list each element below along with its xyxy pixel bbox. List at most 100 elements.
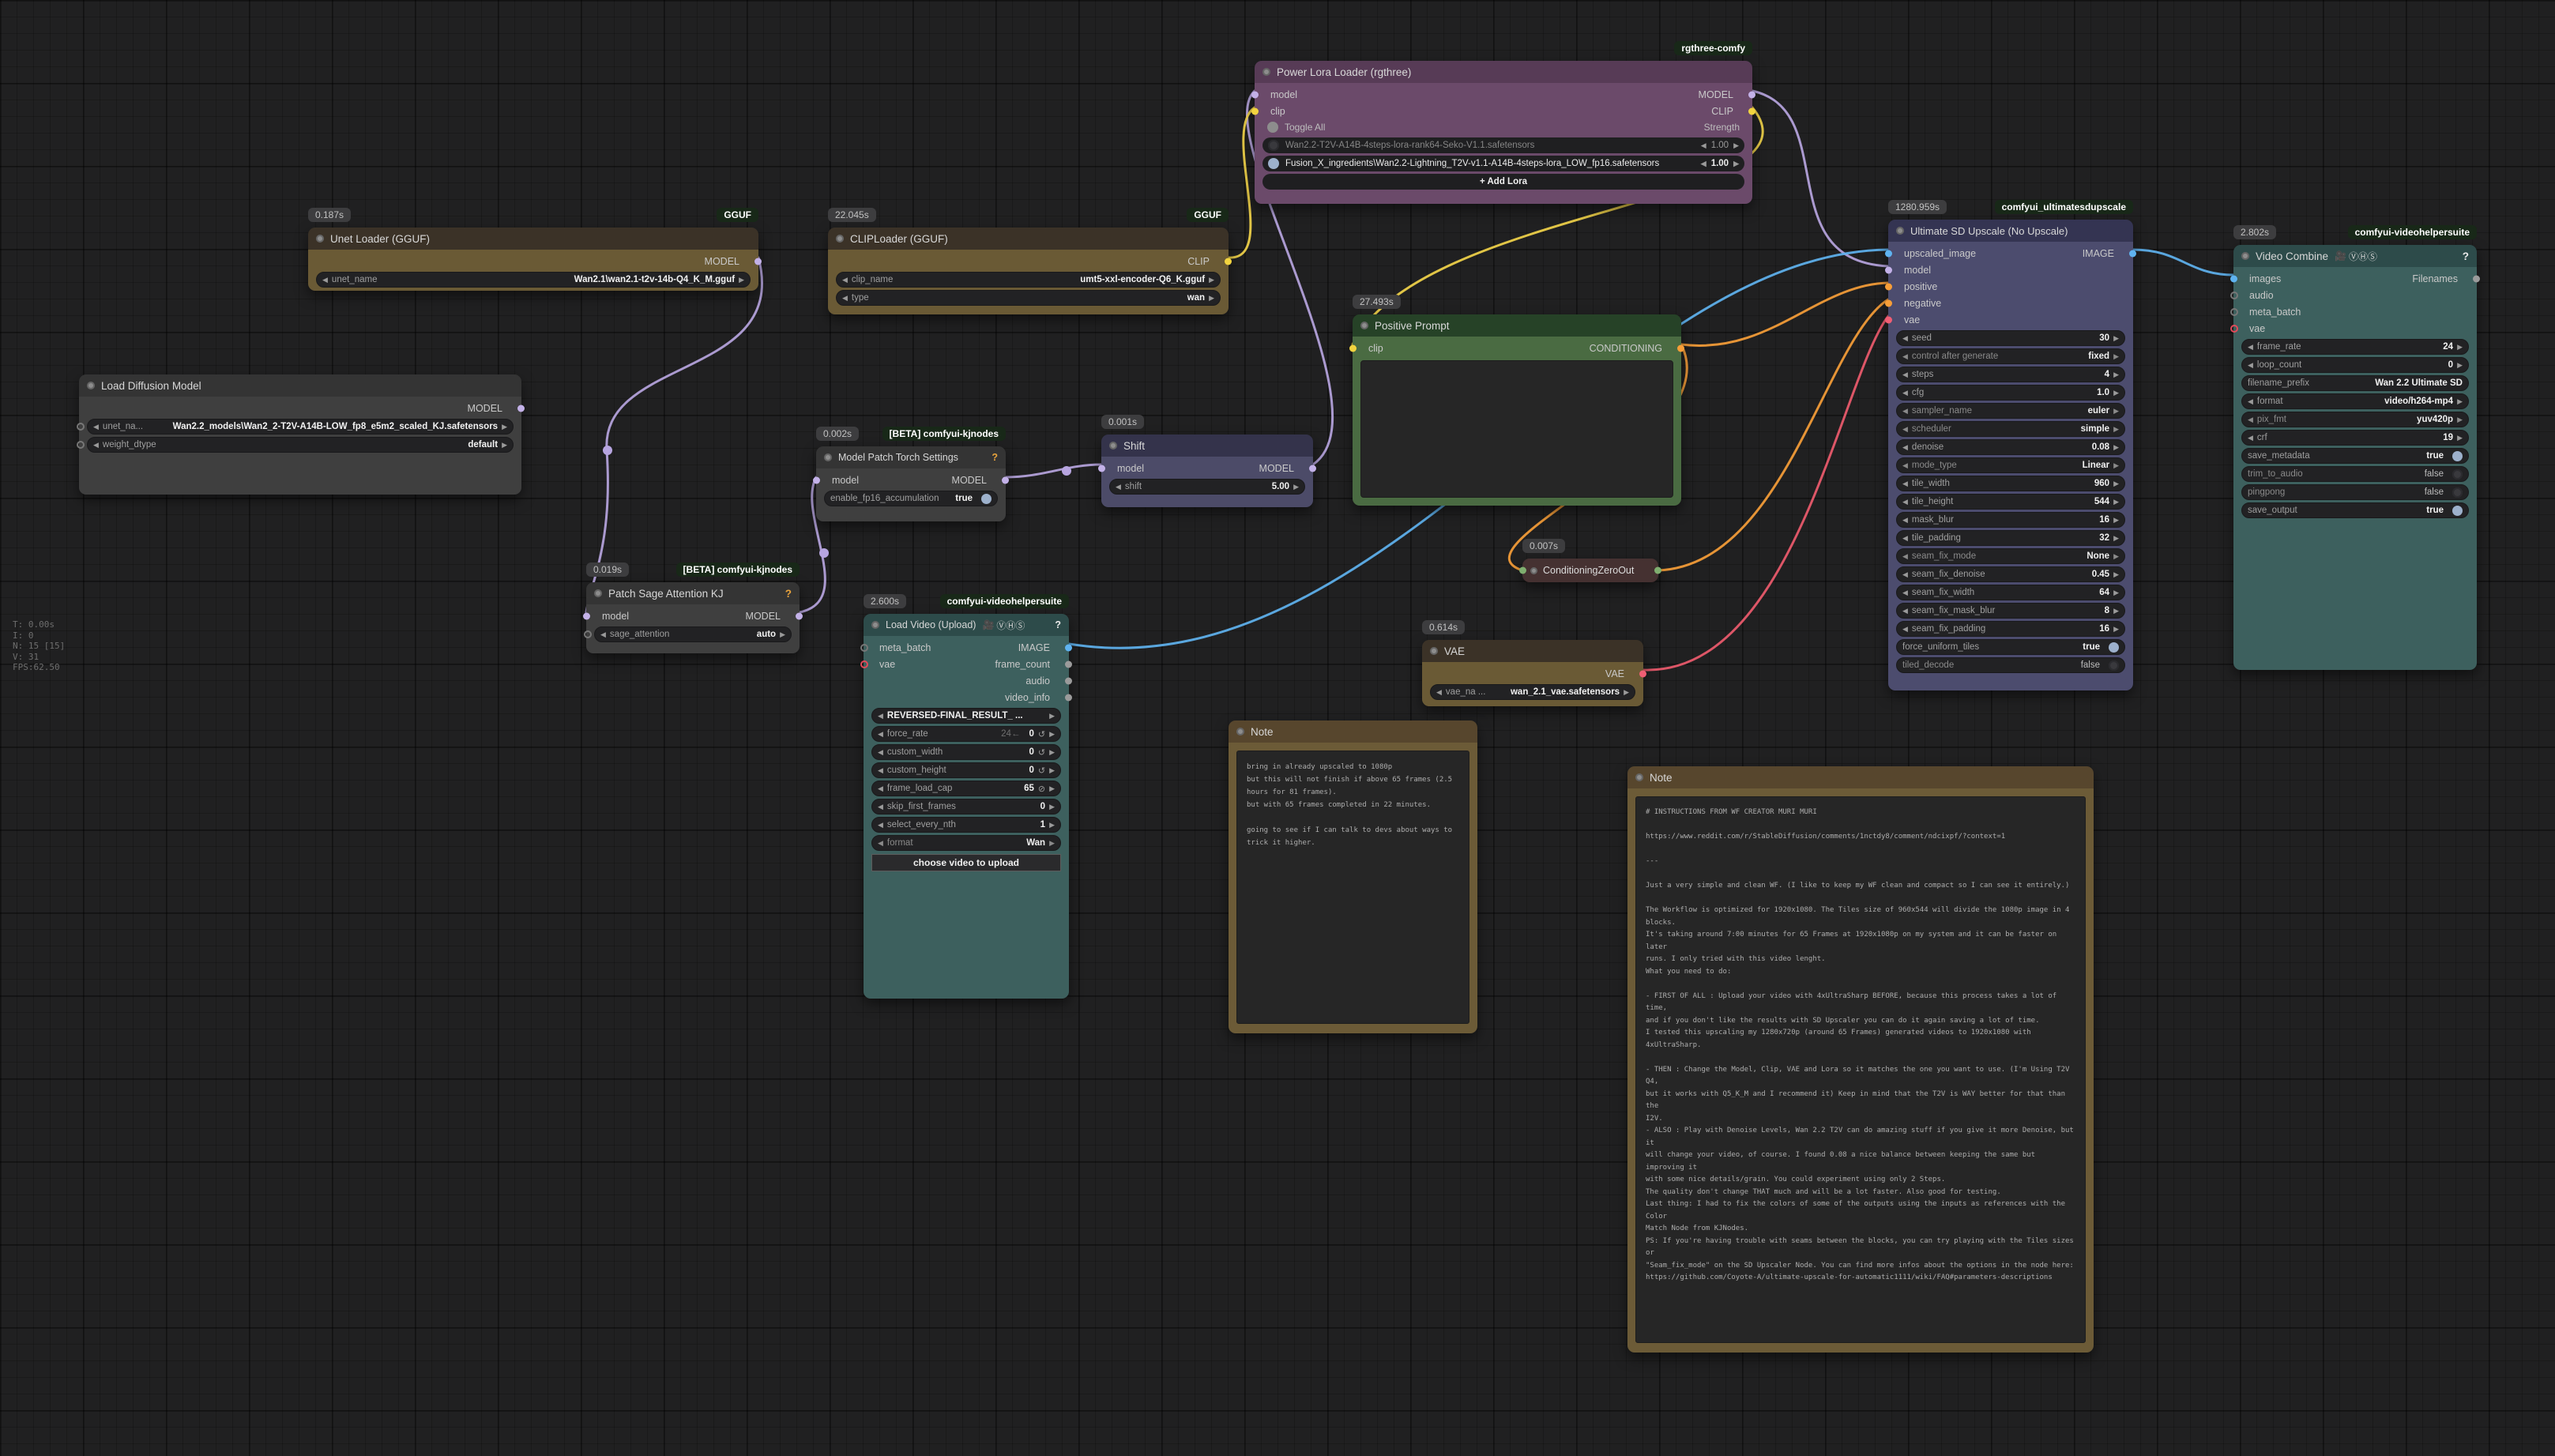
node-positive-prompt[interactable]: 27.493s Positive Prompt clip CONDITIONIN… <box>1349 295 1684 506</box>
input-dot-model[interactable] <box>1251 91 1259 98</box>
arrow-right-icon[interactable]: ▶ <box>2113 515 2119 524</box>
node-cliploader-gguf[interactable]: 22.045s GGUF CLIPLoader (GGUF) CLIP ◀ cl… <box>828 208 1232 314</box>
widget-format[interactable]: ◀ format Wan ▶ <box>871 835 1061 851</box>
input-dot-model[interactable] <box>583 612 590 619</box>
toggle-on-icon[interactable] <box>981 493 992 504</box>
note-text[interactable]: bring in already upscaled to 1080p but t… <box>1236 751 1469 1024</box>
lora-toggle-on-icon[interactable] <box>1268 158 1279 169</box>
arrow-right-icon[interactable]: ▶ <box>1049 802 1055 811</box>
arrow-right-icon[interactable]: ▶ <box>1049 784 1055 792</box>
arrow-right-icon[interactable]: ▶ <box>2113 533 2119 542</box>
collapse-dot-icon[interactable] <box>2241 252 2249 260</box>
arrow-right-icon[interactable]: ▶ <box>1049 747 1055 756</box>
arrow-right-icon[interactable]: ▶ <box>2113 442 2119 451</box>
node-model-patch-torch-settings[interactable]: 0.002s [BETA] comfyui-kjnodes Model Patc… <box>813 427 1009 521</box>
arrow-left-icon[interactable]: ◀ <box>1902 406 1908 415</box>
output-dot-model[interactable] <box>754 258 762 265</box>
arrow-right-icon[interactable]: ▶ <box>2457 360 2463 369</box>
output-dot-frame-count[interactable] <box>1065 660 1072 668</box>
add-lora-button[interactable]: + Add Lora <box>1262 174 1744 190</box>
toggle-off-icon[interactable] <box>2452 487 2463 498</box>
reroute-dot[interactable] <box>819 548 829 558</box>
toggle-off-icon[interactable] <box>2109 660 2119 671</box>
arrow-left-icon[interactable]: ◀ <box>2248 433 2253 442</box>
note-text[interactable]: # INSTRUCTIONS FROM WF CREATOR MURI MURI… <box>1635 796 2086 1343</box>
arrow-right-icon[interactable]: ▶ <box>1049 766 1055 774</box>
widget-custom-height[interactable]: ◀ custom_height 0 ↺ ▶ <box>871 762 1061 778</box>
arrow-left-icon[interactable]: ◀ <box>842 293 848 302</box>
collapse-dot-icon[interactable] <box>1360 322 1368 329</box>
arrow-left-icon[interactable]: ◀ <box>1902 352 1908 360</box>
output-dot-model[interactable] <box>1748 91 1755 98</box>
node-header[interactable]: Power Lora Loader (rgthree) <box>1255 61 1752 83</box>
help-icon[interactable]: ? <box>992 452 998 463</box>
arrow-right-icon[interactable]: ▶ <box>502 422 507 431</box>
arrow-right-icon[interactable]: ▶ <box>2113 370 2119 378</box>
arrow-right-icon[interactable]: ▶ <box>2113 406 2119 415</box>
arrow-right-icon[interactable]: ▶ <box>2457 342 2463 351</box>
arrow-right-icon[interactable]: ▶ <box>2457 433 2463 442</box>
collapse-dot-icon[interactable] <box>594 589 602 597</box>
arrow-left-icon[interactable]: ◀ <box>878 747 883 756</box>
input-dot-clip[interactable] <box>1349 344 1357 352</box>
arrow-left-icon[interactable]: ◀ <box>1700 141 1706 149</box>
arrow-left-icon[interactable]: ◀ <box>2248 397 2253 405</box>
arrow-left-icon[interactable]: ◀ <box>1902 388 1908 397</box>
arrow-right-icon[interactable]: ▶ <box>1049 838 1055 847</box>
input-dot-vae[interactable] <box>860 660 868 668</box>
output-dot-filenames[interactable] <box>2473 275 2480 282</box>
no-limit-icon[interactable]: ⊘ <box>1037 784 1046 794</box>
lora-toggle-off-icon[interactable] <box>1268 140 1279 151</box>
node-note-instructions[interactable]: Note # INSTRUCTIONS FROM WF CREATOR MURI… <box>1627 766 2094 1353</box>
arrow-right-icon[interactable]: ▶ <box>2113 606 2119 615</box>
collapse-dot-icon[interactable] <box>1262 68 1270 76</box>
arrow-left-icon[interactable]: ◀ <box>322 275 328 284</box>
arrow-left-icon[interactable]: ◀ <box>1436 687 1442 696</box>
collapse-dot-icon[interactable] <box>836 235 844 243</box>
node-header[interactable]: Patch Sage Attention KJ ? <box>586 582 800 604</box>
toggle-on-icon[interactable] <box>2452 450 2463 461</box>
input-dot-positive[interactable] <box>1885 283 1892 290</box>
input-dot-model[interactable] <box>1885 266 1892 273</box>
arrow-right-icon[interactable]: ▶ <box>2113 497 2119 506</box>
arrow-left-icon[interactable]: ◀ <box>878 711 883 720</box>
reset-icon[interactable]: ↺ <box>1037 729 1046 739</box>
node-patch-sage-attention[interactable]: 0.019s [BETA] comfyui-kjnodes Patch Sage… <box>583 562 803 653</box>
reset-icon[interactable]: ↺ <box>1037 747 1046 758</box>
output-dot-conditioning[interactable] <box>1677 344 1684 352</box>
input-dot-negative[interactable] <box>1885 299 1892 307</box>
widget-frame-load-cap[interactable]: ◀ frame_load_cap 65 ⊘ ▶ <box>871 781 1061 796</box>
arrow-left-icon[interactable]: ◀ <box>1902 588 1908 596</box>
collapse-dot-icon[interactable] <box>1530 566 1537 574</box>
arrow-left-icon[interactable]: ◀ <box>878 729 883 738</box>
arrow-right-icon[interactable]: ▶ <box>2113 333 2119 342</box>
arrow-right-icon[interactable]: ▶ <box>2113 461 2119 469</box>
node-note-small[interactable]: Note bring in already upscaled to 1080p … <box>1229 720 1477 1033</box>
arrow-right-icon[interactable]: ▶ <box>2113 570 2119 578</box>
arrow-left-icon[interactable]: ◀ <box>1902 497 1908 506</box>
widget-skip-first-frames[interactable]: ◀ skip_first_frames 0 ▶ <box>871 799 1061 815</box>
output-dot-clip[interactable] <box>1225 258 1232 265</box>
arrow-left-icon[interactable]: ◀ <box>842 275 848 284</box>
arrow-right-icon[interactable]: ▶ <box>2457 397 2463 405</box>
arrow-left-icon[interactable]: ◀ <box>1902 606 1908 615</box>
input-dot-model[interactable] <box>1098 465 1105 472</box>
arrow-left-icon[interactable]: ◀ <box>2248 342 2253 351</box>
toggle-on-icon[interactable] <box>2452 505 2463 516</box>
arrow-left-icon[interactable]: ◀ <box>1700 159 1706 167</box>
input-dot-meta-batch[interactable] <box>2230 307 2238 316</box>
output-dot-model[interactable] <box>517 404 525 412</box>
